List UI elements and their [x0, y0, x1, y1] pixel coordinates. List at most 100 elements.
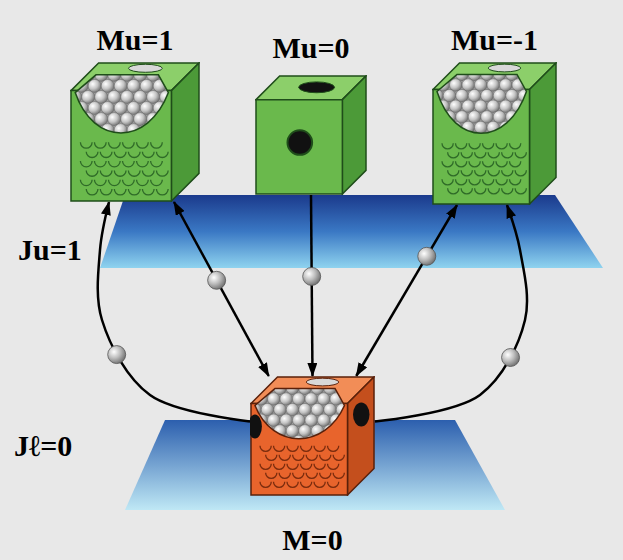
cube-state: Mu=1 — [70, 22, 200, 202]
scallop — [502, 188, 513, 194]
scallop — [314, 482, 325, 488]
sphere — [153, 124, 166, 137]
scallop — [137, 142, 149, 148]
scallop — [86, 170, 98, 176]
sphere — [432, 132, 443, 145]
side-hole — [250, 414, 262, 438]
cube-box — [255, 75, 367, 195]
sphere — [140, 124, 153, 137]
sphere — [512, 121, 525, 134]
sphere — [121, 135, 134, 148]
sphere — [140, 79, 153, 92]
scallop — [320, 473, 331, 479]
sphere — [82, 68, 95, 81]
top-hole — [306, 378, 339, 386]
scallop — [156, 152, 168, 158]
scallop — [515, 152, 526, 158]
scallop — [328, 446, 339, 452]
sphere — [462, 79, 475, 92]
photon-ball — [502, 348, 520, 366]
sphere — [343, 435, 356, 448]
scallop — [274, 464, 285, 470]
sphere — [311, 403, 324, 416]
sphere — [166, 124, 179, 137]
cube-state: M=0 — [250, 376, 375, 558]
photon-ball — [108, 346, 126, 364]
sphere — [443, 68, 456, 81]
sphere — [261, 425, 274, 438]
sphere — [518, 132, 531, 145]
scallop — [142, 189, 154, 195]
sphere — [456, 132, 469, 145]
sphere — [140, 102, 153, 115]
sphere — [261, 403, 274, 416]
sphere — [318, 414, 331, 427]
sphere — [475, 100, 488, 113]
scallop — [502, 152, 513, 158]
scallop — [260, 446, 271, 452]
sphere — [147, 113, 160, 126]
scallop — [475, 152, 486, 158]
sphere — [250, 446, 261, 459]
scallop — [475, 188, 486, 194]
sphere — [450, 100, 463, 113]
sphere — [121, 113, 134, 126]
scallop — [156, 189, 168, 195]
scallop — [515, 188, 526, 194]
scallop — [266, 473, 277, 479]
sphere — [286, 403, 299, 416]
cube-side-face — [342, 76, 366, 194]
scallop — [142, 152, 154, 158]
scallop — [448, 152, 459, 158]
scallop — [483, 161, 494, 167]
state-label: Mu=-1 — [451, 22, 538, 58]
sphere — [299, 446, 312, 459]
cube-front-face — [433, 90, 530, 205]
sphere — [134, 90, 147, 103]
sphere — [493, 89, 506, 102]
cube-illustration — [250, 376, 375, 496]
scallop — [108, 142, 120, 148]
scallop — [128, 152, 140, 158]
front-hole — [287, 130, 312, 155]
sphere — [147, 90, 160, 103]
scallop — [279, 455, 290, 461]
scallop — [80, 142, 92, 148]
scallop — [123, 180, 135, 186]
sphere — [336, 425, 349, 438]
cube-state: Mu=0 — [255, 30, 367, 195]
sphere — [462, 100, 475, 113]
sphere — [506, 89, 519, 102]
scallop — [156, 170, 168, 176]
cube-state: Mu=-1 — [432, 22, 557, 205]
scallop — [274, 446, 285, 452]
sphere — [468, 111, 481, 124]
scallop — [442, 143, 453, 149]
sphere — [88, 102, 101, 115]
cube-box — [250, 376, 375, 496]
sphere — [481, 111, 494, 124]
top-hole — [299, 82, 335, 93]
scallop — [456, 161, 467, 167]
sphere — [468, 89, 481, 102]
cube-front-face — [71, 91, 171, 201]
scallop — [510, 179, 521, 185]
scallop — [488, 188, 499, 194]
sphere — [101, 79, 114, 92]
scallop — [333, 455, 344, 461]
sphere — [318, 393, 331, 406]
scallop — [301, 446, 312, 452]
sphere — [108, 113, 121, 126]
sphere — [274, 403, 287, 416]
scallop — [502, 170, 513, 176]
scallop — [128, 170, 140, 176]
scallop — [488, 170, 499, 176]
sphere — [506, 132, 519, 145]
scallop — [151, 142, 163, 148]
sphere — [500, 100, 513, 113]
level-label: Ju=1 — [18, 232, 82, 268]
sphere — [525, 121, 538, 134]
scallop — [469, 179, 480, 185]
cube-front-face — [256, 100, 342, 194]
sphere — [432, 68, 443, 81]
